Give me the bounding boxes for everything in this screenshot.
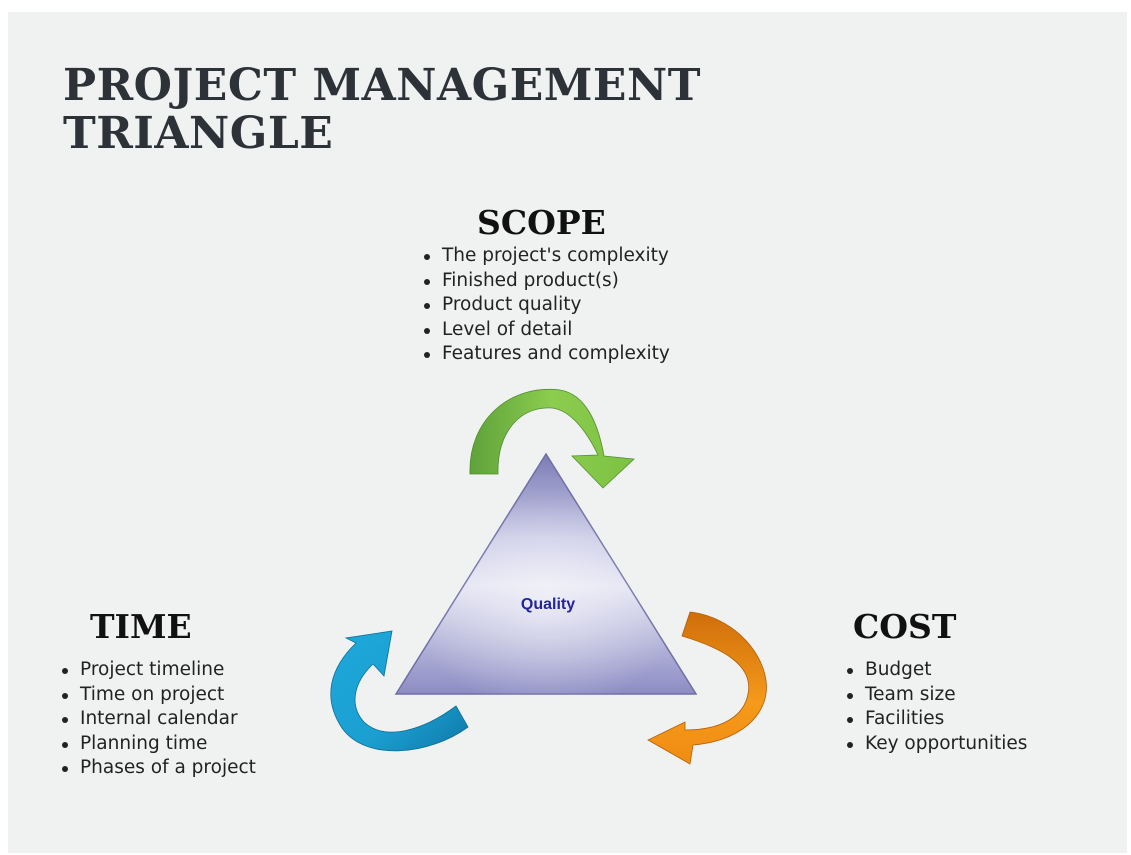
time-cycle-arrow bbox=[330, 630, 469, 752]
list-item: Features and complexity bbox=[420, 342, 670, 367]
list-item: Key opportunities bbox=[843, 732, 1027, 757]
slide-background bbox=[8, 12, 1127, 853]
list-item: Internal calendar bbox=[58, 707, 256, 732]
time-list: Project timeline Time on project Interna… bbox=[58, 658, 256, 781]
cost-heading: COST bbox=[853, 607, 957, 646]
list-item: Phases of a project bbox=[58, 756, 256, 781]
list-item: The project's complexity bbox=[420, 244, 670, 269]
time-heading: TIME bbox=[90, 607, 192, 646]
page-title-line-2: TRIANGLE bbox=[63, 108, 334, 159]
page-title-line-1: PROJECT MANAGEMENT bbox=[63, 60, 701, 111]
list-item: Team size bbox=[843, 683, 1027, 708]
cost-list: Budget Team size Facilities Key opportun… bbox=[843, 658, 1027, 756]
quality-triangle bbox=[394, 452, 698, 695]
list-item: Facilities bbox=[843, 707, 1027, 732]
list-item: Product quality bbox=[420, 293, 670, 318]
list-item: Planning time bbox=[58, 732, 256, 757]
list-item: Finished product(s) bbox=[420, 269, 670, 294]
list-item: Level of detail bbox=[420, 318, 670, 343]
cost-cycle-arrow bbox=[647, 611, 767, 765]
list-item: Project timeline bbox=[58, 658, 256, 683]
list-item: Budget bbox=[843, 658, 1027, 683]
scope-list: The project's complexity Finished produc… bbox=[420, 244, 670, 367]
list-item: Time on project bbox=[58, 683, 256, 708]
page-title: PROJECT MANAGEMENT TRIANGLE bbox=[63, 62, 701, 158]
quality-label: Quality bbox=[521, 596, 575, 613]
scope-cycle-arrow bbox=[469, 388, 635, 489]
scope-heading: SCOPE bbox=[477, 203, 606, 242]
